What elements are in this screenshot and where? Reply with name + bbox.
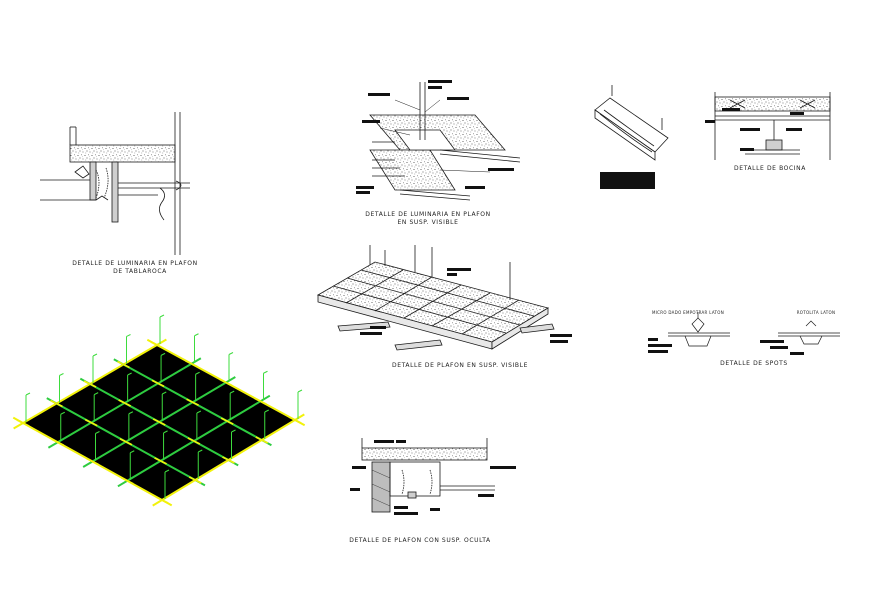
grid-hanger-hook (126, 334, 131, 337)
grid-cross-tee (185, 360, 198, 368)
caption-plafon-susp-visible: DETALLE DE PLAFON EN SUSP. VISIBLE (392, 362, 528, 369)
caption-luminaria-susp-line2: EN SUSP. VISIBLE (398, 219, 459, 226)
grid-cross-tee (119, 438, 133, 446)
grid-hanger-hook (195, 371, 200, 375)
grid-cross-tee (255, 436, 269, 444)
grid-hanger-hook (231, 429, 236, 433)
grid-cross-tee (151, 379, 165, 388)
grid-cross-tee (150, 341, 164, 349)
grid-cross-tee (51, 438, 65, 446)
grid-cross-tee (254, 397, 267, 405)
grid-cross-tee (84, 418, 98, 427)
grid-cross-tee (222, 456, 235, 464)
grid-hanger-hook (128, 411, 134, 415)
grid-hanger-hook (198, 449, 203, 453)
grid-cross-tee (152, 418, 166, 426)
grid-cross-tee (16, 419, 30, 427)
grid-hanger-hook (159, 314, 165, 318)
caption-luminaria-tablaroca-line1: DETALLE DE LUMINARIA EN PLAFON (72, 260, 197, 267)
grid-hanger-hook (130, 450, 135, 454)
grid-hanger-hook (59, 373, 64, 376)
detail-bocina (714, 92, 831, 160)
grid-cross-tee (220, 417, 234, 425)
grid-cross-tee (187, 437, 201, 445)
grid-cross-tee (117, 360, 130, 369)
leader-tags-luminaria-susp (356, 80, 514, 194)
grid-hanger-hook (229, 390, 235, 394)
grid-hangers (25, 314, 303, 499)
grid-cross-tee (188, 476, 202, 484)
grid-cross-tee (288, 416, 302, 424)
grid-cross-tee (86, 457, 99, 466)
grid-hanger-hook (25, 392, 31, 396)
spot-tag-right: ROTOLITA LATON (797, 310, 836, 315)
detail-plafon-susp-oculta (361, 438, 495, 513)
grid-hanger-hook (228, 352, 234, 355)
leader-tags-plafon-visible (360, 268, 572, 343)
grid-hanger-hook (163, 430, 168, 434)
grid-hanger-hook (162, 391, 167, 395)
leader-tags-spots (648, 338, 804, 355)
caption-luminaria-susp-line1: DETALLE DE LUMINARIA EN PLAFON (365, 211, 490, 218)
isometric-ceiling-grid (12, 314, 306, 507)
grid-hanger-hook (194, 333, 199, 337)
leader-tags-plafon-oculta (350, 440, 516, 515)
fixture-note-block (600, 172, 655, 189)
grid-cross-tee (219, 378, 233, 387)
grid-hanger-hook (93, 392, 99, 396)
detail-spots (668, 312, 840, 347)
grid-hanger-hook (263, 370, 268, 374)
grid-hanger-hook (196, 410, 202, 414)
grid-hanger-hook (127, 372, 132, 376)
grid-hanger-hook (160, 352, 166, 356)
caption-spots: DETALLE DE SPOTS (720, 360, 788, 367)
grid-lines (12, 338, 306, 507)
spot-tag-left: MICRO DADO EMPOTRAR LATON (652, 310, 724, 315)
grid-hanger-hook (297, 389, 303, 393)
caption-luminaria-tablaroca-line2: DE TABLAROCA (113, 268, 167, 275)
grid-hanger-hook (92, 353, 98, 357)
grid-cross-tee (186, 398, 199, 406)
grid-hanger-hook (264, 409, 269, 413)
detail-luminaria-fixture (594, 85, 669, 161)
grid-hanger-hook (95, 431, 100, 434)
grid-cross-tee (155, 496, 169, 504)
grid-cross-tee (118, 399, 131, 407)
grid-cross-tee (154, 457, 167, 465)
caption-bocina: DETALLE DE BOCINA (734, 165, 806, 172)
detail-plafon-susp-visible (316, 245, 555, 351)
grid-cross-tee (50, 399, 63, 408)
caption-plafon-susp-oculta: DETALLE DE PLAFON CON SUSP. OCULTA (349, 537, 491, 544)
leader-tags-bocina (705, 108, 804, 151)
grid-hanger-hook (60, 411, 65, 415)
grid-cross-tee (83, 380, 97, 388)
grid-hanger-hook (164, 469, 170, 473)
detail-luminaria-susp-visible (369, 82, 521, 201)
detail-luminaria-tablaroca (40, 112, 190, 255)
grid-cross-tee (120, 477, 134, 485)
